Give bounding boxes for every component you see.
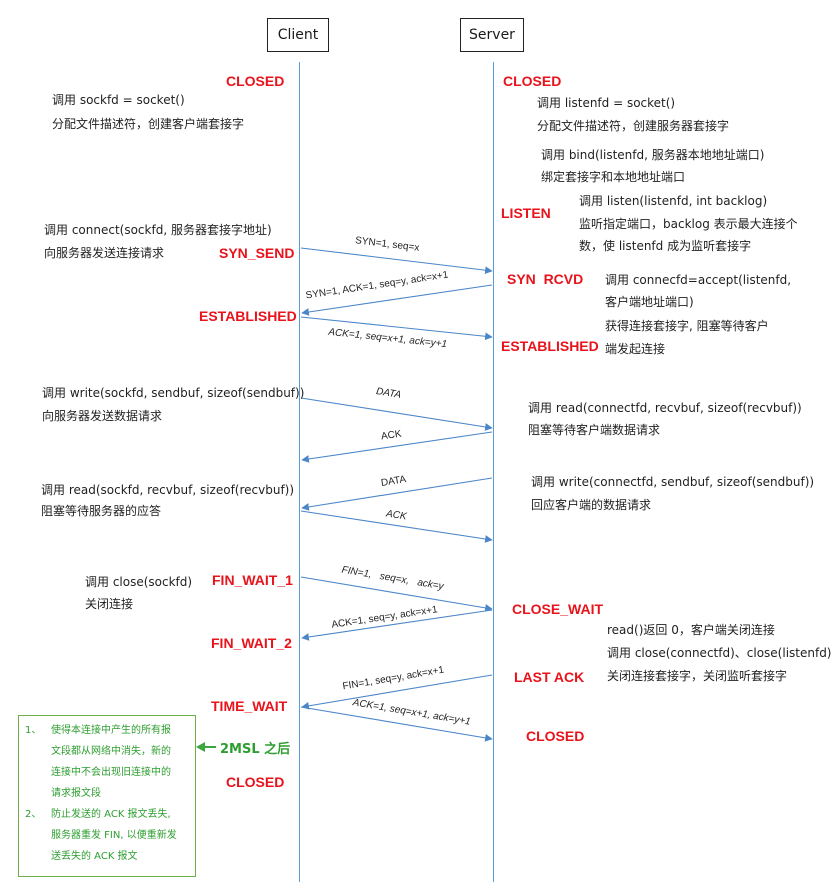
client-box-label: Client bbox=[277, 27, 319, 43]
client-read-desc: 阻塞等待服务器的应答 bbox=[41, 504, 162, 518]
server-bind-call: 调用 bind(listenfd, 服务器本地地址端口) bbox=[541, 148, 765, 162]
arrow-syn bbox=[300, 247, 493, 274]
note-item-2-line-2: 服务器重发 FIN, 以便重新发 bbox=[51, 830, 177, 841]
server-listen-call: 调用 listen(listenfd, int backlog) bbox=[579, 194, 768, 208]
server-state-last-ack: LAST ACK bbox=[514, 669, 585, 685]
arrow-ack-fin-2 bbox=[300, 706, 493, 742]
client-state-closed-bottom: CLOSED bbox=[226, 774, 285, 790]
client-write-call: 调用 write(sockfd, sendbuf, sizeof(sendbuf… bbox=[42, 386, 305, 400]
server-listen-desc-1: 监听指定端口，backlog 表示最大连接个 bbox=[579, 217, 798, 231]
server-write-call: 调用 write(connectfd, sendbuf, sizeof(send… bbox=[531, 475, 815, 489]
arrow-ack-fin-1 bbox=[301, 609, 493, 641]
server-listen-desc-2: 数，使 listenfd 成为监听套接字 bbox=[579, 239, 752, 253]
msl-text: 2MSL 之后 bbox=[220, 742, 291, 757]
arrow-fin-2 bbox=[301, 674, 493, 710]
note-item-1-line-3: 连接中不会出现旧连接中的 bbox=[51, 767, 171, 778]
note-item-2-number: 2、 bbox=[25, 809, 42, 820]
arrow-ack bbox=[300, 316, 493, 341]
server-state-closed-bottom: CLOSED bbox=[526, 728, 585, 744]
client-write-desc: 向服务器发送数据请求 bbox=[42, 409, 163, 423]
server-socket-call: 调用 listenfd = socket() bbox=[537, 96, 676, 110]
note-item-1-line-4: 请求报文段 bbox=[51, 788, 101, 799]
server-close-call: 调用 close(connectfd)、close(listenfd) bbox=[607, 646, 832, 660]
client-box: Client bbox=[267, 18, 329, 52]
client-state-established: ESTABLISHED bbox=[199, 308, 297, 324]
client-connect-call: 调用 connect(sockfd, 服务器套接字地址) bbox=[44, 223, 272, 237]
arrow-data-2 bbox=[301, 477, 493, 511]
client-socket-call: 调用 sockfd = socket() bbox=[52, 93, 185, 107]
arrow-syn-ack bbox=[301, 284, 493, 316]
server-bind-desc: 绑定套接字和本地地址端口 bbox=[541, 170, 686, 184]
client-state-syn-send: SYN_SEND bbox=[219, 245, 295, 261]
note-item-1-line-1: 使得本连接中产生的所有报 bbox=[51, 725, 171, 736]
server-state-closed-top: CLOSED bbox=[503, 73, 562, 89]
arrow-ack-1 bbox=[301, 431, 493, 463]
client-read-call: 调用 read(sockfd, recvbuf, sizeof(recvbuf)… bbox=[41, 483, 295, 497]
server-lifeline bbox=[493, 62, 494, 882]
client-socket-desc: 分配文件描述符，创建客户端套接字 bbox=[52, 117, 245, 131]
arrow-data-1 bbox=[300, 397, 493, 431]
client-connect-desc: 向服务器发送连接请求 bbox=[44, 246, 165, 260]
client-close-desc: 关闭连接 bbox=[85, 597, 134, 611]
time-wait-reasons-note: 1、 使得本连接中产生的所有报 文段都从网络中消失，新的 连接中不会出现旧连接中… bbox=[18, 715, 196, 877]
client-lifeline bbox=[299, 62, 300, 882]
note-item-1: 1、 使得本连接中产生的所有报 文段都从网络中消失，新的 连接中不会出现旧连接中… bbox=[25, 720, 191, 804]
server-state-syn-rcvd: SYN RCVD bbox=[507, 271, 584, 287]
server-state-close-wait: CLOSE_WAIT bbox=[512, 601, 604, 617]
server-read-call: 调用 read(connectfd, recvbuf, sizeof(recvb… bbox=[528, 401, 802, 415]
client-state-fin-wait-2: FIN_WAIT_2 bbox=[211, 635, 292, 651]
msl-label: 2MSL 之后 bbox=[198, 738, 290, 757]
server-accept-desc-2: 端发起连接 bbox=[605, 342, 666, 356]
client-close-call: 调用 close(sockfd) bbox=[85, 575, 193, 589]
server-box: Server bbox=[460, 18, 524, 52]
server-close-desc-1: read()返回 0，客户端关闭连接 bbox=[607, 623, 775, 637]
note-item-2-line-1: 防止发送的 ACK 报文丢失, bbox=[51, 809, 171, 820]
note-item-1-line-2: 文段都从网络中消失，新的 bbox=[51, 746, 171, 757]
server-accept-call-1: 调用 connecfd=accept(listenfd, bbox=[605, 273, 792, 287]
server-accept-desc-1: 获得连接套接字, 阻塞等待客户 bbox=[605, 319, 769, 333]
server-read-desc: 阻塞等待客户端数据请求 bbox=[528, 423, 661, 437]
server-close-desc-2: 关闭连接套接字，关闭监听套接字 bbox=[607, 669, 788, 683]
note-item-2: 2、 防止发送的 ACK 报文丢失, 服务器重发 FIN, 以便重新发 送丢失的… bbox=[25, 804, 191, 867]
note-item-1-text: 使得本连接中产生的所有报 文段都从网络中消失，新的 连接中不会出现旧连接中的 请… bbox=[51, 720, 171, 804]
server-write-desc: 回应客户端的数据请求 bbox=[531, 498, 652, 512]
note-item-2-text: 防止发送的 ACK 报文丢失, 服务器重发 FIN, 以便重新发 送丢失的 AC… bbox=[51, 804, 177, 867]
client-state-closed-top: CLOSED bbox=[226, 73, 285, 89]
msl-arrow bbox=[196, 742, 216, 752]
server-state-listen: LISTEN bbox=[501, 205, 551, 221]
server-socket-desc: 分配文件描述符，创建服务器套接字 bbox=[537, 119, 730, 133]
client-state-fin-wait-1: FIN_WAIT_1 bbox=[212, 572, 293, 588]
arrow-ack-2 bbox=[300, 510, 493, 543]
note-item-1-number: 1、 bbox=[25, 725, 42, 736]
server-accept-call-2: 客户端地址端口) bbox=[605, 295, 694, 309]
server-box-label: Server bbox=[469, 27, 515, 43]
client-state-time-wait: TIME_WAIT bbox=[211, 698, 288, 714]
note-item-2-line-3: 送丢失的 ACK 报文 bbox=[51, 851, 138, 862]
server-state-established: ESTABLISHED bbox=[501, 338, 599, 354]
arrow-fin-1 bbox=[300, 576, 493, 612]
